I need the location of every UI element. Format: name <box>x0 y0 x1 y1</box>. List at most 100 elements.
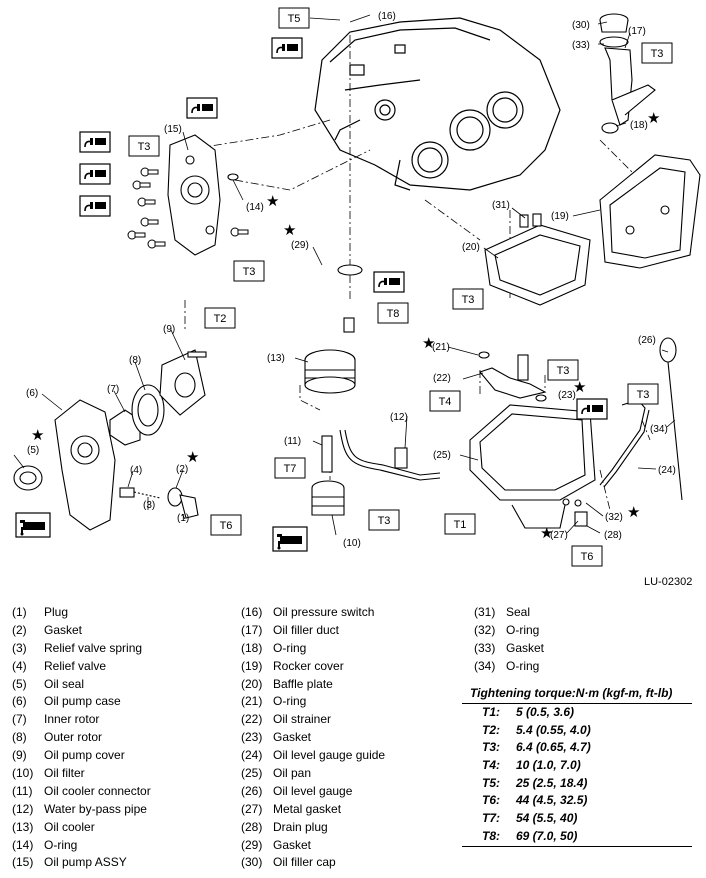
legend-item: (26)Oil level gauge <box>241 783 385 801</box>
legend-item: (29)Gasket <box>241 837 385 855</box>
torque-table-rows: T1:5 (0.5, 3.6)T2:5.4 (0.55, 4.0)T3:6.4 … <box>462 704 692 847</box>
legend-item-number: (23) <box>241 730 263 745</box>
legend-item-name: Baffle plate <box>273 676 333 691</box>
svg-text:★: ★ <box>540 525 553 542</box>
svg-text:(15): (15) <box>164 124 182 135</box>
legend-item-number: (21) <box>241 694 263 709</box>
svg-text:T3: T3 <box>651 48 664 60</box>
legend-item-name: Inner rotor <box>44 712 100 727</box>
svg-text:T6: T6 <box>581 551 594 563</box>
svg-text:(10): (10) <box>343 538 361 549</box>
legend-item-name: Outer rotor <box>44 730 103 745</box>
callout-t3: T3 <box>233 260 265 282</box>
legend-item-number: (25) <box>241 766 263 781</box>
legend-item: (17)Oil filler duct <box>241 622 385 640</box>
svg-text:(24): (24) <box>658 465 676 476</box>
callout-t2: T2 <box>204 307 236 329</box>
legend-item-number: (33) <box>474 640 496 655</box>
oil-pump-exploded-illustration <box>13 349 207 531</box>
legend-item-name: Oil pump ASSY <box>44 855 127 870</box>
torque-row: T3: 6.4 (0.65, 4.7) <box>462 739 692 757</box>
svg-text:T1: T1 <box>454 519 467 531</box>
legend-item: (18)O-ring <box>241 640 385 658</box>
torque-value: 69 (7.0, 50) <box>516 828 578 843</box>
legend-item: (13)Oil cooler <box>12 819 151 837</box>
legend-item: (2)Gasket <box>12 622 151 640</box>
legend-item-number: (29) <box>241 837 263 852</box>
torque-value: 25 (2.5, 18.4) <box>516 775 588 790</box>
legend-item-number: (24) <box>241 748 263 763</box>
legend-item-number: (4) <box>12 658 27 673</box>
legend-item-name: Oil strainer <box>273 712 332 727</box>
svg-text:T3: T3 <box>637 389 650 401</box>
svg-text:(11): (11) <box>284 436 301 447</box>
legend-item: (23)Gasket <box>241 729 385 747</box>
legend-item: (27)Metal gasket <box>241 801 385 819</box>
legend-item: (30)Oil filler cap <box>241 854 385 872</box>
oil-filler-assembly <box>599 13 656 134</box>
rocker-cover-illustration <box>599 154 701 269</box>
parts-legend-column-1: (1) Plug (2)Gasket(3)Relief valve spring(4… <box>12 604 151 872</box>
torque-value: 6.4 (0.65, 4.7) <box>516 740 591 755</box>
legend-item-name: Gasket <box>506 640 545 655</box>
callout-t3: T3 <box>452 288 484 310</box>
svg-text:(9): (9) <box>163 324 175 335</box>
oil-icons <box>15 512 308 552</box>
legend-item-name: Oil pump cover <box>44 748 125 763</box>
tightening-torque-table: Tightening torque:N·m (kgf-m, ft-lb) T1:… <box>462 683 692 847</box>
legend-item: (19)Rocker cover <box>241 658 385 676</box>
torque-key: T3: <box>482 740 500 755</box>
legend-item-name: O-ring <box>506 658 540 673</box>
legend-item: (15)Oil pump ASSY <box>12 854 151 872</box>
legend-item-number: (31) <box>474 605 496 619</box>
svg-text:T5: T5 <box>288 13 301 25</box>
legend-item: (21) O-ring <box>241 693 385 711</box>
legend-item-number: (1) <box>12 605 27 619</box>
legend-item-number: (30) <box>241 855 263 870</box>
torque-row: T4:10 (1.0, 7.0) <box>462 757 692 775</box>
legend-item: (3)Relief valve spring <box>12 640 151 658</box>
svg-text:T6: T6 <box>220 520 233 532</box>
svg-text:★: ★ <box>422 335 435 352</box>
svg-text:★: ★ <box>283 222 296 239</box>
legend-item-number: (26) <box>241 783 263 798</box>
torque-table-title: Tightening torque:N·m (kgf-m, ft-lb) <box>462 683 692 704</box>
svg-text:(4): (4) <box>130 465 142 476</box>
oil-cooler-filter-illustration <box>304 264 441 516</box>
engine-block-illustration <box>314 17 561 191</box>
torque-value: 54 (5.5, 40) <box>516 811 578 826</box>
legend-item-name: O-ring <box>273 694 307 709</box>
legend-item-number: (27) <box>241 801 263 816</box>
torque-row: T8:69 (7.0, 50) <box>462 828 692 847</box>
svg-text:(7): (7) <box>107 384 119 395</box>
svg-text:(1): (1) <box>177 513 189 524</box>
torque-callouts: T5 T3 T3 T3 T3 T3 T3 T3 T2 T8 T4 T7 T1 T… <box>128 7 673 567</box>
parts-legend-column-3: (31)Seal(32)O-ring(33)Gasket(34)O-ring <box>474 604 544 676</box>
callout-t3: T3 <box>641 42 673 64</box>
svg-text:(33): (33) <box>572 40 590 51</box>
svg-text:(20): (20) <box>462 242 480 253</box>
callout-t1: T1 <box>444 513 476 535</box>
svg-text:T3: T3 <box>462 294 475 306</box>
legend-item-number: (12) <box>12 801 34 816</box>
torque-value: 5.4 (0.55, 4.0) <box>516 722 591 737</box>
legend-item: (9) Oil pump cover <box>12 747 151 765</box>
callout-t7: T7 <box>274 457 306 479</box>
svg-text:(26): (26) <box>638 335 656 346</box>
torque-key: T5: <box>482 775 500 790</box>
torque-key: T6: <box>482 793 500 808</box>
svg-text:(16): (16) <box>378 11 396 22</box>
legend-item-number: (9) <box>12 748 27 763</box>
legend-item-name: Plug <box>44 605 69 619</box>
legend-item-name: Oil filler duct <box>273 622 340 637</box>
torque-value: 44 (4.5, 32.5) <box>516 793 588 808</box>
legend-item-number: (14) <box>12 837 34 852</box>
svg-text:T2: T2 <box>214 313 227 325</box>
callout-t3: T3 <box>627 383 659 405</box>
svg-text:T3: T3 <box>138 141 151 153</box>
legend-item-number: (32) <box>474 622 496 637</box>
legend-item: (28)Drain plug <box>241 819 385 837</box>
svg-text:(21): (21) <box>432 342 450 353</box>
legend-item-name: Gasket <box>44 622 83 637</box>
legend-item-name: Oil cooler connector <box>44 783 151 798</box>
